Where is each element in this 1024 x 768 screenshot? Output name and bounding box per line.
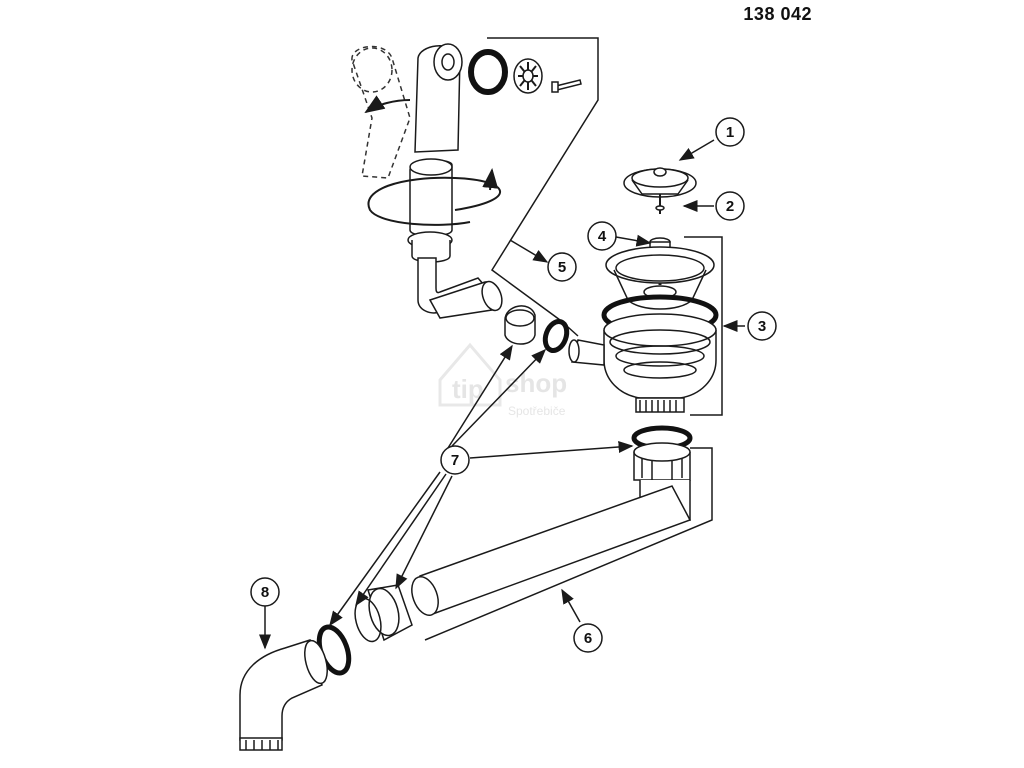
svg-text:5: 5 [558, 259, 566, 276]
svg-text:6: 6 [584, 630, 592, 647]
part-number: 138 042 [743, 4, 812, 24]
leader-6 [561, 588, 581, 623]
watermark: tip shop Spotřebiče [438, 342, 567, 418]
bracket-6 [424, 447, 713, 641]
callout-3: 3 [747, 311, 777, 341]
sink-waste-body [568, 237, 719, 413]
overflow-screw [555, 79, 582, 91]
svg-text:2: 2 [726, 198, 734, 215]
callout-8: 8 [250, 577, 280, 607]
callout-4: 4 [587, 221, 617, 251]
rotate-arrow-lower [482, 168, 499, 191]
svg-text:8: 8 [261, 584, 269, 601]
leader-1 [678, 139, 715, 161]
strainer-plug [623, 167, 697, 214]
pipe-nut-set [316, 584, 413, 676]
bottle-pipe [411, 425, 693, 616]
callout-1: 1 [715, 117, 745, 147]
watermark-shop-text: shop [505, 368, 567, 398]
bracket-3 [684, 236, 723, 416]
callout-5: 5 [547, 252, 577, 282]
outlet-elbow [239, 639, 328, 751]
overflow-small-parts [468, 49, 582, 95]
callout-7: 7 [440, 445, 470, 475]
ghost-handle-ring [351, 47, 393, 93]
svg-text:3: 3 [758, 318, 766, 335]
svg-text:4: 4 [598, 228, 607, 245]
leaders-7 [329, 344, 634, 627]
rotate-arrow-upper [364, 95, 411, 114]
overflow-small-gasket [542, 318, 570, 354]
leader-4 [615, 234, 652, 247]
svg-text:7: 7 [451, 452, 459, 469]
leader-5 [509, 239, 549, 263]
overflow-assembly [351, 43, 503, 319]
svg-text:1: 1 [726, 124, 734, 141]
ghost-handle [351, 45, 411, 179]
rotate-ellipse [367, 176, 501, 226]
callout-6: 6 [573, 623, 603, 653]
overflow-nut-gasket [504, 305, 570, 354]
overflow-gasket [468, 49, 508, 95]
watermark-sub-text: Spotřebiče [508, 404, 566, 418]
pipe-horizontal [419, 485, 692, 616]
callout-2: 2 [715, 191, 745, 221]
